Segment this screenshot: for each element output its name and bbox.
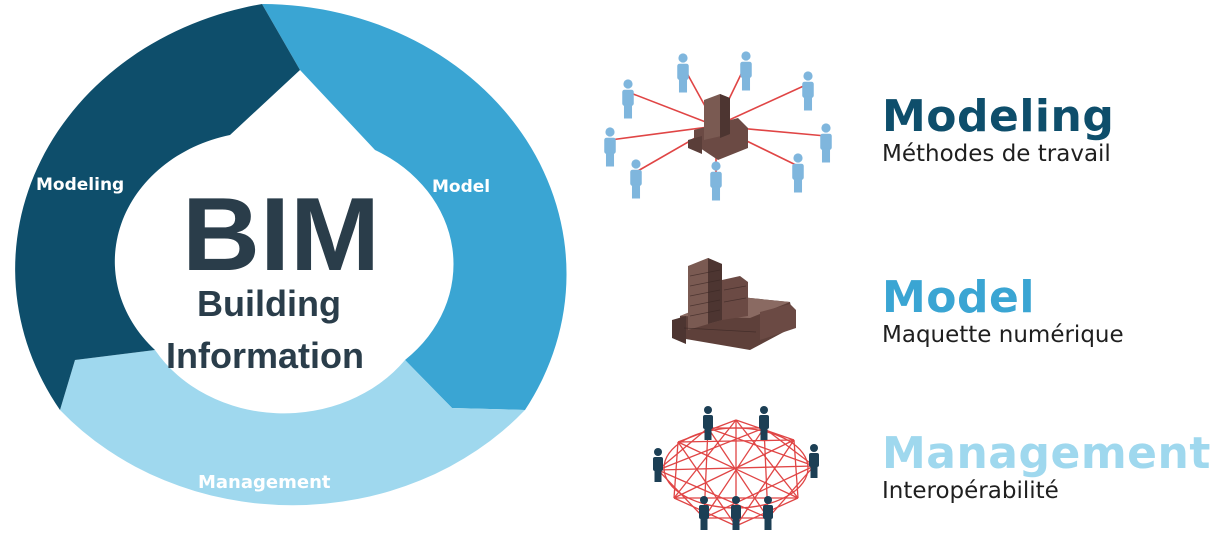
person-icon bbox=[820, 123, 832, 163]
person-icon bbox=[802, 71, 814, 111]
legend-subtitle-modeling: Méthodes de travail bbox=[882, 141, 1111, 167]
segment-label-model: Model bbox=[432, 177, 490, 197]
segment-label-modeling: Modeling bbox=[36, 175, 124, 195]
person-icon bbox=[622, 79, 634, 119]
people-mesh-network-icon bbox=[653, 406, 819, 530]
center-line-information: Information bbox=[166, 335, 364, 376]
person-icon bbox=[763, 496, 773, 530]
person-icon bbox=[740, 51, 752, 91]
bim-cycle-diagram: Modeling Model Management BIM Building I… bbox=[15, 4, 567, 506]
legend-model: Model Maquette numérique bbox=[882, 275, 1124, 349]
legend-modeling: Modeling Méthodes de travail bbox=[882, 94, 1114, 168]
person-icon bbox=[653, 448, 663, 482]
person-icon bbox=[677, 53, 689, 93]
person-icon bbox=[699, 496, 709, 530]
people-network-building-icon bbox=[604, 51, 832, 201]
center-disc bbox=[142, 138, 438, 402]
person-icon bbox=[792, 153, 804, 193]
center-acronym: BIM bbox=[182, 177, 380, 293]
person-icon bbox=[731, 496, 741, 530]
person-icon bbox=[759, 406, 769, 440]
model-segment bbox=[262, 4, 567, 410]
person-icon bbox=[604, 127, 616, 167]
legend-heading-modeling: Modeling bbox=[882, 91, 1115, 142]
segment-label-management: Management bbox=[198, 472, 331, 493]
legend-management: Management Interopérabilité bbox=[882, 431, 1211, 505]
building-model-icon bbox=[672, 258, 796, 350]
legend-heading-model: Model bbox=[882, 272, 1035, 323]
person-icon bbox=[630, 159, 642, 199]
legend-subtitle-model: Maquette numérique bbox=[882, 322, 1124, 348]
person-icon bbox=[703, 406, 713, 440]
legend-subtitle-management: Interopérabilité bbox=[882, 478, 1059, 504]
modeling-segment bbox=[15, 4, 301, 410]
legend-heading-management: Management bbox=[882, 428, 1211, 479]
person-icon bbox=[809, 444, 819, 478]
center-line-building: Building bbox=[197, 283, 341, 324]
management-segment bbox=[60, 350, 525, 506]
person-icon bbox=[710, 161, 722, 201]
